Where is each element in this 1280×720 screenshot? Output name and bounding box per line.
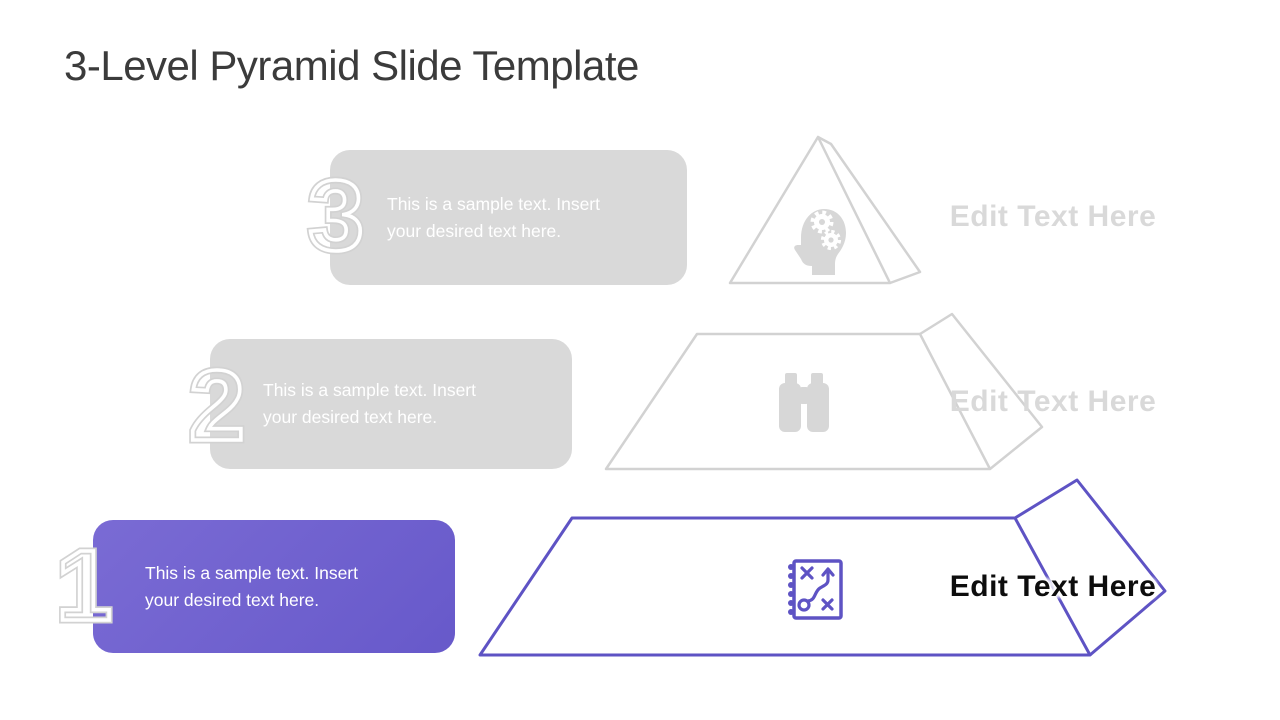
svg-text:2: 2 xyxy=(189,350,245,462)
level-1-edit-text-label[interactable]: Edit Text Here xyxy=(949,570,1157,603)
level-3-edit-text-label[interactable]: Edit Text Here xyxy=(949,200,1157,233)
svg-text:2: 2 xyxy=(189,350,245,462)
svg-text:1: 1 xyxy=(56,530,112,642)
svg-text:3: 3 xyxy=(308,160,364,272)
level-3-number: 3 3 xyxy=(305,157,368,276)
level-2-edit-text-label[interactable]: Edit Text Here xyxy=(949,385,1157,418)
gear-icon xyxy=(810,210,834,234)
level-3-text-box[interactable]: This is a sample text. Insert your desir… xyxy=(330,150,687,285)
level-2-number: 2 2 xyxy=(186,347,249,466)
level-1-number: 1 1 xyxy=(53,527,116,646)
gear-icon xyxy=(820,229,842,251)
binoculars-icon xyxy=(779,373,829,432)
level-2-sample-text[interactable]: This is a sample text. Insert your desir… xyxy=(263,380,476,427)
level-1-sample-text[interactable]: This is a sample text. Insert your desir… xyxy=(145,562,358,610)
level-1-text-box[interactable]: This is a sample text. Insert your desir… xyxy=(93,520,455,653)
spiral-binding xyxy=(788,564,794,615)
level-3-sample-text[interactable]: This is a sample text. Insert your desir… xyxy=(387,193,600,241)
strategy-icon xyxy=(788,559,843,620)
pyramid-level-3-shape xyxy=(728,135,922,285)
pyramid-level-2-shape xyxy=(604,312,1044,471)
svg-text:1: 1 xyxy=(56,530,112,642)
svg-text:3: 3 xyxy=(308,160,364,272)
head-gears-icon xyxy=(794,209,846,275)
level-2-text-box[interactable]: This is a sample text. Insert your desir… xyxy=(210,339,572,469)
pyramid-level-1-shape xyxy=(478,478,1167,657)
slide-title[interactable]: 3-Level Pyramid Slide Template xyxy=(64,42,639,89)
